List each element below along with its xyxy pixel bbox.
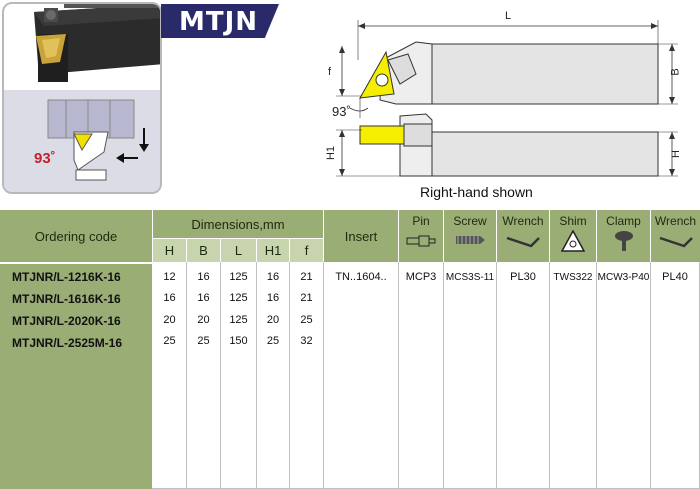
cell-h-3: 20 xyxy=(163,314,176,326)
cell-l-3: 125 xyxy=(229,314,248,326)
approach-angle-label: 93˚ xyxy=(34,150,56,167)
grid-line xyxy=(289,262,290,489)
screw-header-label: Screw xyxy=(453,214,487,228)
screw-icon xyxy=(456,236,485,244)
grid-line xyxy=(596,262,597,489)
cell-f-3: 25 xyxy=(300,314,313,326)
cell-shim: TWS322 xyxy=(553,272,593,283)
dim-col-h: H xyxy=(153,239,186,262)
cell-h-2: 16 xyxy=(163,292,176,304)
cell-l-4: 150 xyxy=(229,335,248,347)
grid-line xyxy=(323,262,324,489)
wrench-icon xyxy=(506,236,540,248)
grid-line xyxy=(549,262,550,489)
grid-line xyxy=(650,262,651,489)
dim-col-b: B xyxy=(187,239,220,262)
grid-line xyxy=(220,262,221,489)
cell-pin: MCP3 xyxy=(405,271,437,283)
screw-header: Screw xyxy=(444,210,496,262)
cell-l-1: 125 xyxy=(229,271,248,283)
cell-h1-2: 16 xyxy=(266,292,280,304)
cutting-diagram xyxy=(4,90,160,192)
clamp-icon xyxy=(614,231,633,251)
tool-holder-photo xyxy=(4,4,160,90)
cell-h1-1: 16 xyxy=(266,271,280,283)
title-badge: MTJN xyxy=(161,4,279,38)
wrench2-header-label: Wrench xyxy=(654,214,697,228)
dimension-f-label: f xyxy=(328,66,332,78)
cell-f-2: 21 xyxy=(300,292,313,304)
ordering-code-4: MTJNR/L-2525M-16 xyxy=(12,336,123,350)
cell-wrench2: PL40 xyxy=(662,271,688,283)
grid-line xyxy=(256,262,257,489)
ordering-table: Ordering code Dimensions,mm H B L H1 f I… xyxy=(0,210,700,489)
dimension-h1-label: H1 xyxy=(325,145,338,161)
ordering-code-column: MTJNR/L-1216K-16 MTJNR/L-1616K-16 MTJNR/… xyxy=(0,262,152,489)
wrench2-icon xyxy=(659,236,693,248)
cell-b-1: 16 xyxy=(197,271,210,283)
cell-screw: MCS3S-11 xyxy=(445,272,495,283)
cell-b-4: 25 xyxy=(197,335,210,347)
shim-header: Shim xyxy=(550,210,596,262)
pin-icon xyxy=(406,235,436,247)
grid-line xyxy=(186,262,187,489)
grid-line xyxy=(496,262,497,489)
cell-h-4: 25 xyxy=(163,335,176,347)
cell-wrench: PL30 xyxy=(510,271,536,283)
cell-h-1: 12 xyxy=(163,271,176,283)
wrench-header: Wrench xyxy=(497,210,549,262)
cell-clamp: MCW3-P40 xyxy=(597,272,650,283)
dimension-l-label: L xyxy=(505,10,512,22)
insert-header: Insert xyxy=(324,210,398,262)
wrench-header-label: Wrench xyxy=(502,214,544,228)
ordering-code-2: MTJNR/L-1616K-16 xyxy=(12,292,121,306)
product-photo-panel: 93˚ xyxy=(2,2,162,194)
page-title: MTJN xyxy=(179,7,259,37)
cell-insert: TN..1604.. xyxy=(335,271,387,283)
clamp-header: Clamp xyxy=(597,210,650,262)
code-divider xyxy=(0,262,152,264)
cell-h1-3: 20 xyxy=(266,314,280,326)
cell-f-4: 32 xyxy=(300,335,313,347)
ordering-code-3: MTJNR/L-2020K-16 xyxy=(12,314,121,328)
shim-icon xyxy=(561,230,585,252)
cell-b-2: 16 xyxy=(197,292,210,304)
clamp-header-label: Clamp xyxy=(606,214,641,228)
cell-l-2: 125 xyxy=(229,292,248,304)
drawing-caption: Right-hand shown xyxy=(420,184,533,200)
ordering-code-header: Ordering code xyxy=(0,210,152,262)
cell-h1-4: 25 xyxy=(266,335,280,347)
pin-header: Pin xyxy=(399,210,443,262)
drawing-angle-label: 93˚ xyxy=(332,104,351,119)
dim-col-f: f xyxy=(290,239,323,262)
shim-header-label: Shim xyxy=(559,214,587,228)
grid-line xyxy=(398,262,399,489)
dimensions-header: Dimensions,mm xyxy=(153,210,323,238)
grid-line xyxy=(443,262,444,489)
technical-drawing: L f B H1 H 93˚ xyxy=(320,0,700,205)
wrench2-header: Wrench xyxy=(651,210,700,262)
cell-b-3: 20 xyxy=(197,314,210,326)
pin-header-label: Pin xyxy=(412,214,430,228)
dim-col-l: L xyxy=(221,239,256,262)
ordering-code-1: MTJNR/L-1216K-16 xyxy=(12,270,121,284)
dimension-h-label: H xyxy=(669,150,682,158)
dim-col-h1: H1 xyxy=(257,239,289,262)
dimension-b-label: B xyxy=(669,68,682,76)
cell-f-1: 21 xyxy=(300,271,313,283)
